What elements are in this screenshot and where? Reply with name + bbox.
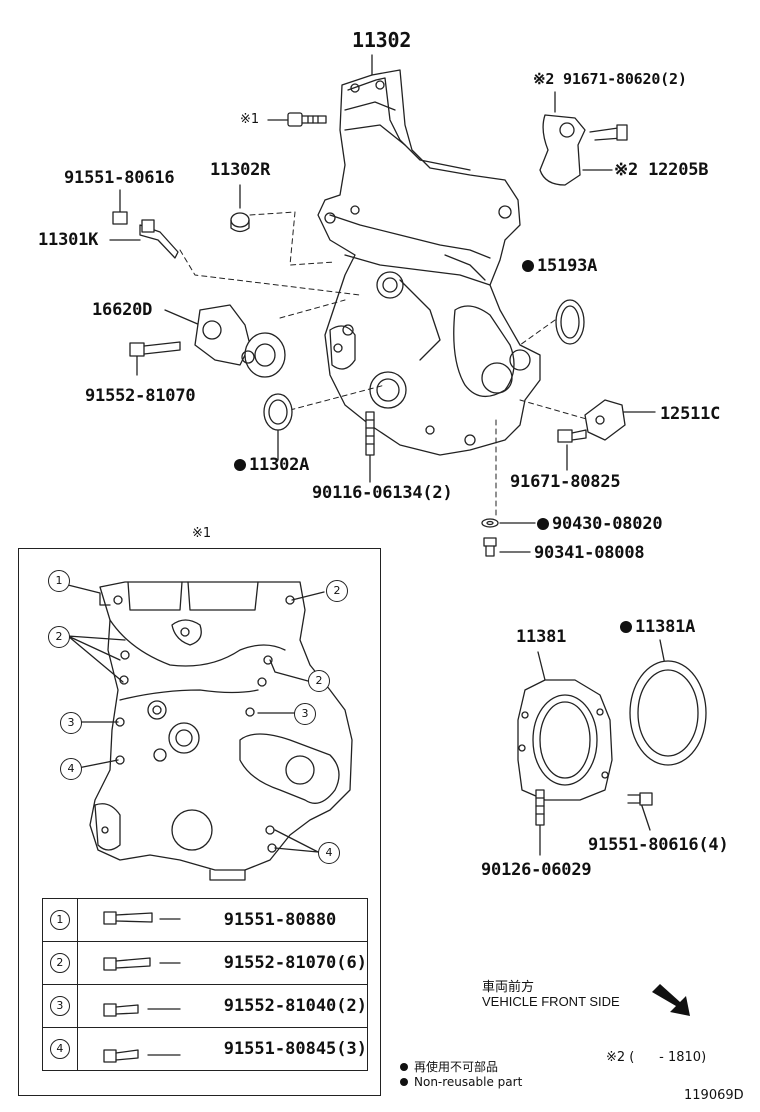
callout-4: 4 bbox=[60, 758, 82, 780]
callout-3: 3 bbox=[60, 712, 82, 734]
callout-4: 4 bbox=[318, 842, 340, 864]
tensioner bbox=[194, 304, 286, 378]
cover-plate bbox=[584, 399, 626, 441]
drain-plug bbox=[483, 537, 497, 557]
part-11302R[interactable]: 11302R bbox=[210, 160, 271, 180]
fastener-part[interactable]: 91551-80880 bbox=[223, 910, 337, 930]
part-12511C[interactable]: 12511C bbox=[660, 404, 721, 424]
vehicle-front-en: VEHICLE FRONT SIDE bbox=[482, 994, 620, 1009]
inset-panel bbox=[18, 548, 381, 1096]
footnote-x2: ※2 ( - 1810) bbox=[606, 1050, 707, 1065]
gasket-washer bbox=[481, 518, 499, 528]
bolt-91671-80825 bbox=[557, 429, 587, 443]
table-row: 3 91552-81040(2) bbox=[42, 984, 369, 1028]
callout-2: 2 bbox=[326, 580, 348, 602]
timing-cover-drawing bbox=[317, 69, 541, 456]
oil-seal-15193A bbox=[555, 299, 585, 345]
part-11381[interactable]: 11381 bbox=[516, 627, 567, 647]
part-91552-81070[interactable]: 91552-81070 bbox=[85, 386, 196, 406]
bolt-91551-80616-4 bbox=[627, 792, 653, 806]
part-91671-80825[interactable]: 91671-80825 bbox=[510, 472, 621, 492]
non-reusable-dot-icon bbox=[400, 1063, 408, 1071]
inset-title: ※1 bbox=[192, 526, 212, 541]
part-90116-06134[interactable]: 90116-06134(2) bbox=[312, 483, 453, 503]
oil-control-valve bbox=[539, 114, 628, 186]
rear-oil-seal bbox=[629, 660, 707, 766]
vehicle-front-arrow bbox=[652, 984, 690, 1016]
legend-en: Non-reusable part bbox=[400, 1075, 522, 1089]
non-reusable-dot-icon bbox=[620, 621, 632, 633]
fastener-part[interactable]: 91552-81070(6) bbox=[223, 953, 367, 973]
bolt-91552 bbox=[129, 341, 181, 357]
vehicle-front-jp: 車両前方 bbox=[482, 979, 535, 994]
plug bbox=[230, 212, 250, 233]
part-90430-08020[interactable]: 90430-08020 bbox=[537, 514, 663, 534]
stud-90126 bbox=[535, 789, 545, 826]
row-number: 2 bbox=[49, 953, 70, 973]
legend-jp: 再使用不可部品 bbox=[400, 1058, 498, 1075]
part-11381A[interactable]: 11381A bbox=[620, 617, 695, 637]
bolt-x1 bbox=[287, 112, 327, 127]
part-12205B[interactable]: ※2 12205B bbox=[614, 160, 709, 180]
sensor bbox=[112, 211, 179, 259]
table-row: 4 91551-80845(3) bbox=[42, 1027, 369, 1071]
stud bbox=[365, 411, 375, 456]
oil-seal-11302A bbox=[263, 393, 293, 431]
row-number: 4 bbox=[49, 1039, 70, 1059]
fastener-part[interactable]: 91551-80845(3) bbox=[223, 1039, 367, 1059]
callout-3: 3 bbox=[294, 703, 316, 725]
part-15193A[interactable]: 15193A bbox=[522, 256, 597, 276]
part-11301K[interactable]: 11301K bbox=[38, 230, 99, 250]
fastener-table: 1 91551-80880 2 91552-81070(6) 3 91552-8… bbox=[42, 898, 369, 1071]
table-row: 1 91551-80880 bbox=[42, 898, 369, 942]
part-11302[interactable]: 11302 bbox=[352, 28, 412, 52]
non-reusable-dot-icon bbox=[234, 459, 246, 471]
callout-2: 2 bbox=[48, 626, 70, 648]
seal-retainer bbox=[517, 679, 613, 801]
non-reusable-dot-icon bbox=[537, 518, 549, 530]
fastener-part[interactable]: 91552-81040(2) bbox=[223, 996, 367, 1016]
part-91551-80616-4[interactable]: 91551-80616(4) bbox=[588, 835, 729, 855]
non-reusable-dot-icon bbox=[522, 260, 534, 272]
part-90341-08008[interactable]: 90341-08008 bbox=[534, 543, 645, 563]
callout-2: 2 bbox=[308, 670, 330, 692]
part-90126-06029[interactable]: 90126-06029 bbox=[481, 860, 592, 880]
part-11302A[interactable]: 11302A bbox=[234, 455, 309, 475]
row-number: 1 bbox=[49, 910, 70, 930]
row-number: 3 bbox=[49, 996, 70, 1016]
drawing-id: 119069D bbox=[684, 1088, 744, 1103]
callout-1: 1 bbox=[48, 570, 70, 592]
table-row: 2 91552-81070(6) bbox=[42, 941, 369, 985]
part-16620D[interactable]: 16620D bbox=[92, 300, 153, 320]
inset-cover-drawing bbox=[67, 581, 353, 881]
non-reusable-dot-icon bbox=[400, 1078, 408, 1086]
part-91671-80620[interactable]: ※2 91671-80620(2) bbox=[533, 70, 687, 88]
note-x1-marker: ※1 bbox=[240, 112, 260, 127]
part-91551-80616[interactable]: 91551-80616 bbox=[64, 168, 175, 188]
